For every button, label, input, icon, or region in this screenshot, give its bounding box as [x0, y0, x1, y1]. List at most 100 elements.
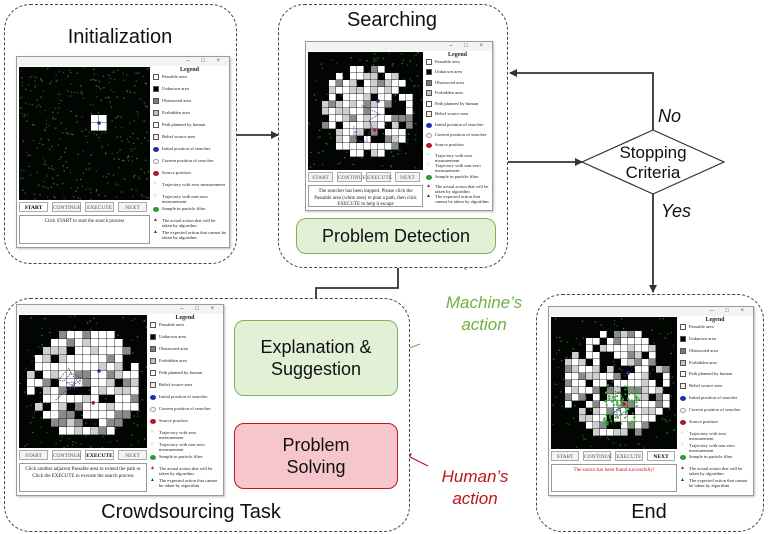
map-cell[interactable]: [343, 129, 350, 136]
map-cell[interactable]: [607, 366, 614, 373]
map-cell[interactable]: [364, 87, 371, 94]
map-cell[interactable]: [357, 150, 364, 157]
map-cell[interactable]: [67, 363, 75, 371]
map-cell[interactable]: [350, 122, 357, 129]
map-cell[interactable]: [35, 403, 43, 411]
map-cell[interactable]: [357, 122, 364, 129]
map-cell[interactable]: [565, 373, 572, 380]
map-cell[interactable]: [635, 373, 642, 380]
map-cell[interactable]: [91, 347, 99, 355]
map-cell[interactable]: [51, 387, 59, 395]
map-cell[interactable]: [123, 387, 131, 395]
map-cell[interactable]: [115, 419, 123, 427]
map-cell[interactable]: [115, 395, 123, 403]
map-cell[interactable]: [371, 150, 378, 157]
map-cell[interactable]: [572, 380, 579, 387]
map-cell[interactable]: [35, 363, 43, 371]
map-cell[interactable]: [107, 403, 115, 411]
map-cell[interactable]: [27, 371, 35, 379]
map-cell[interactable]: [385, 143, 392, 150]
map-cell[interactable]: [131, 403, 139, 411]
map-cell[interactable]: [107, 371, 115, 379]
map-cell[interactable]: [91, 339, 99, 347]
map-cell[interactable]: [628, 415, 635, 422]
map-cell[interactable]: [59, 363, 67, 371]
map-cell[interactable]: [67, 331, 75, 339]
map-cell[interactable]: [593, 429, 600, 436]
map-cell[interactable]: [99, 115, 107, 123]
map-cell[interactable]: [51, 371, 59, 379]
map-cell[interactable]: [329, 87, 336, 94]
map-cell[interactable]: [59, 347, 67, 355]
map-cell[interactable]: [91, 371, 99, 379]
map-cell[interactable]: [614, 352, 621, 359]
map-cell[interactable]: [83, 395, 91, 403]
map-cell[interactable]: [649, 387, 656, 394]
map-cell[interactable]: [621, 429, 628, 436]
map-cell[interactable]: [593, 366, 600, 373]
map-cell[interactable]: [649, 352, 656, 359]
map-cell[interactable]: [656, 387, 663, 394]
map-cell[interactable]: [607, 345, 614, 352]
map-cell[interactable]: [565, 366, 572, 373]
map-cell[interactable]: [385, 115, 392, 122]
map-cell[interactable]: [357, 108, 364, 115]
map-cell[interactable]: [336, 80, 343, 87]
map-cell[interactable]: [635, 366, 642, 373]
map-cell[interactable]: [107, 419, 115, 427]
map-cell[interactable]: [83, 347, 91, 355]
map-cell[interactable]: [43, 371, 51, 379]
map-cell[interactable]: [75, 347, 83, 355]
map-cell[interactable]: [336, 115, 343, 122]
map-cell[interactable]: [99, 331, 107, 339]
map-cell[interactable]: [378, 150, 385, 157]
map-cell[interactable]: [385, 129, 392, 136]
map-cell[interactable]: [91, 363, 99, 371]
execute-button[interactable]: EXECUTE: [615, 451, 643, 461]
map-cell[interactable]: [91, 355, 99, 363]
map-cell[interactable]: [572, 373, 579, 380]
map-cell[interactable]: [392, 143, 399, 150]
map-cell[interactable]: [329, 122, 336, 129]
map-cell[interactable]: [600, 422, 607, 429]
map-cell[interactable]: [75, 395, 83, 403]
map-cell[interactable]: [322, 101, 329, 108]
map-cell[interactable]: [27, 379, 35, 387]
map-cell[interactable]: [91, 123, 99, 131]
map-cell[interactable]: [343, 115, 350, 122]
map-cell[interactable]: [59, 339, 67, 347]
map-cell[interactable]: [67, 419, 75, 427]
map-cell[interactable]: [83, 379, 91, 387]
map-cell[interactable]: [131, 387, 139, 395]
map-cell[interactable]: [399, 129, 406, 136]
map-cell[interactable]: [75, 355, 83, 363]
map-cell[interactable]: [579, 394, 586, 401]
map-cell[interactable]: [399, 80, 406, 87]
map-cell[interactable]: [107, 355, 115, 363]
map-cell[interactable]: [51, 419, 59, 427]
map-cell[interactable]: [628, 331, 635, 338]
start-button[interactable]: START: [308, 172, 333, 182]
map-cell[interactable]: [593, 373, 600, 380]
map-cell[interactable]: [83, 339, 91, 347]
map-cell[interactable]: [350, 87, 357, 94]
continue-button[interactable]: CONTINUE: [52, 202, 81, 212]
map-cell[interactable]: [131, 363, 139, 371]
map-cell[interactable]: [614, 345, 621, 352]
map-cell[interactable]: [107, 339, 115, 347]
map-cell[interactable]: [642, 366, 649, 373]
map-cell[interactable]: [67, 395, 75, 403]
map-cell[interactable]: [322, 122, 329, 129]
map-cell[interactable]: [123, 371, 131, 379]
map-cell[interactable]: [600, 429, 607, 436]
map-cell[interactable]: [635, 359, 642, 366]
map-cell[interactable]: [593, 387, 600, 394]
map-cell[interactable]: [579, 408, 586, 415]
map-cell[interactable]: [621, 380, 628, 387]
map-cell[interactable]: [565, 394, 572, 401]
map-cell[interactable]: [350, 66, 357, 73]
map-cell[interactable]: [586, 338, 593, 345]
map-cell[interactable]: [350, 101, 357, 108]
map-cell[interactable]: [600, 408, 607, 415]
map-cell[interactable]: [75, 403, 83, 411]
